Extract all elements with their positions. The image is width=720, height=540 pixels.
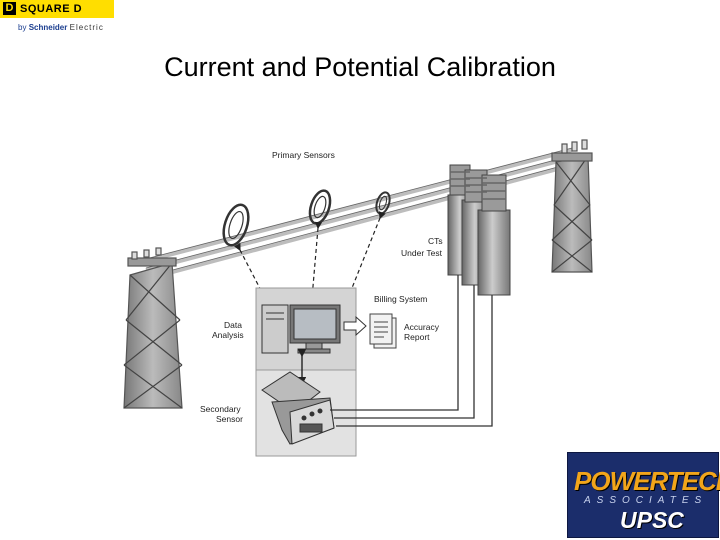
label-data-2: Analysis: [212, 330, 244, 340]
transmission-lines: [137, 148, 585, 279]
primary-sensor-3: [375, 191, 391, 215]
label-cts-1: CTs: [428, 236, 443, 246]
logo-mark: D: [3, 2, 16, 15]
label-accuracy-2: Report: [404, 332, 430, 342]
logo-name: SQUARE D: [20, 3, 83, 15]
label-primary-sensors: Primary Sensors: [272, 150, 335, 160]
right-tower: [551, 139, 593, 273]
slide-title-text: Current and Potential Calibration: [164, 52, 556, 82]
sensor-links: [234, 211, 386, 302]
billing-arrow: [343, 315, 367, 337]
logo-bar: D SQUARE D: [0, 0, 114, 18]
upsc-wordmark: UPSC: [620, 507, 684, 533]
logo-brand: Schneider: [28, 23, 68, 32]
powertech-upsc-logo: POWERTECH ASSOCIATES UPSC: [567, 452, 720, 538]
label-accuracy-1: Accuracy: [404, 322, 440, 332]
document-icon: [369, 313, 397, 349]
square-d-logo: D SQUARE D by Schneider Electric: [0, 0, 114, 36]
slide-title: Current and Potential Calibration: [0, 52, 720, 83]
logo-subtitle: by Schneider Electric: [18, 23, 104, 32]
label-cts-2: Under Test: [401, 248, 443, 258]
cts-under-test: [447, 164, 511, 296]
label-billing-system: Billing System: [374, 294, 427, 304]
label-secondary-1: Secondary: [200, 404, 241, 414]
label-secondary-2: Sensor: [216, 414, 243, 424]
primary-sensor-1: [222, 203, 250, 247]
powertech-wordmark: POWERTECH: [574, 466, 720, 496]
label-data-1: Data: [224, 320, 242, 330]
associates-wordmark: ASSOCIATES: [584, 495, 708, 506]
logo-electric: Electric: [69, 23, 104, 32]
ct-wires: [330, 275, 493, 427]
left-tower: [123, 247, 183, 409]
logo-by: by: [18, 23, 27, 32]
computer-icon: [261, 304, 341, 354]
secondary-sensor-device: [261, 371, 335, 445]
